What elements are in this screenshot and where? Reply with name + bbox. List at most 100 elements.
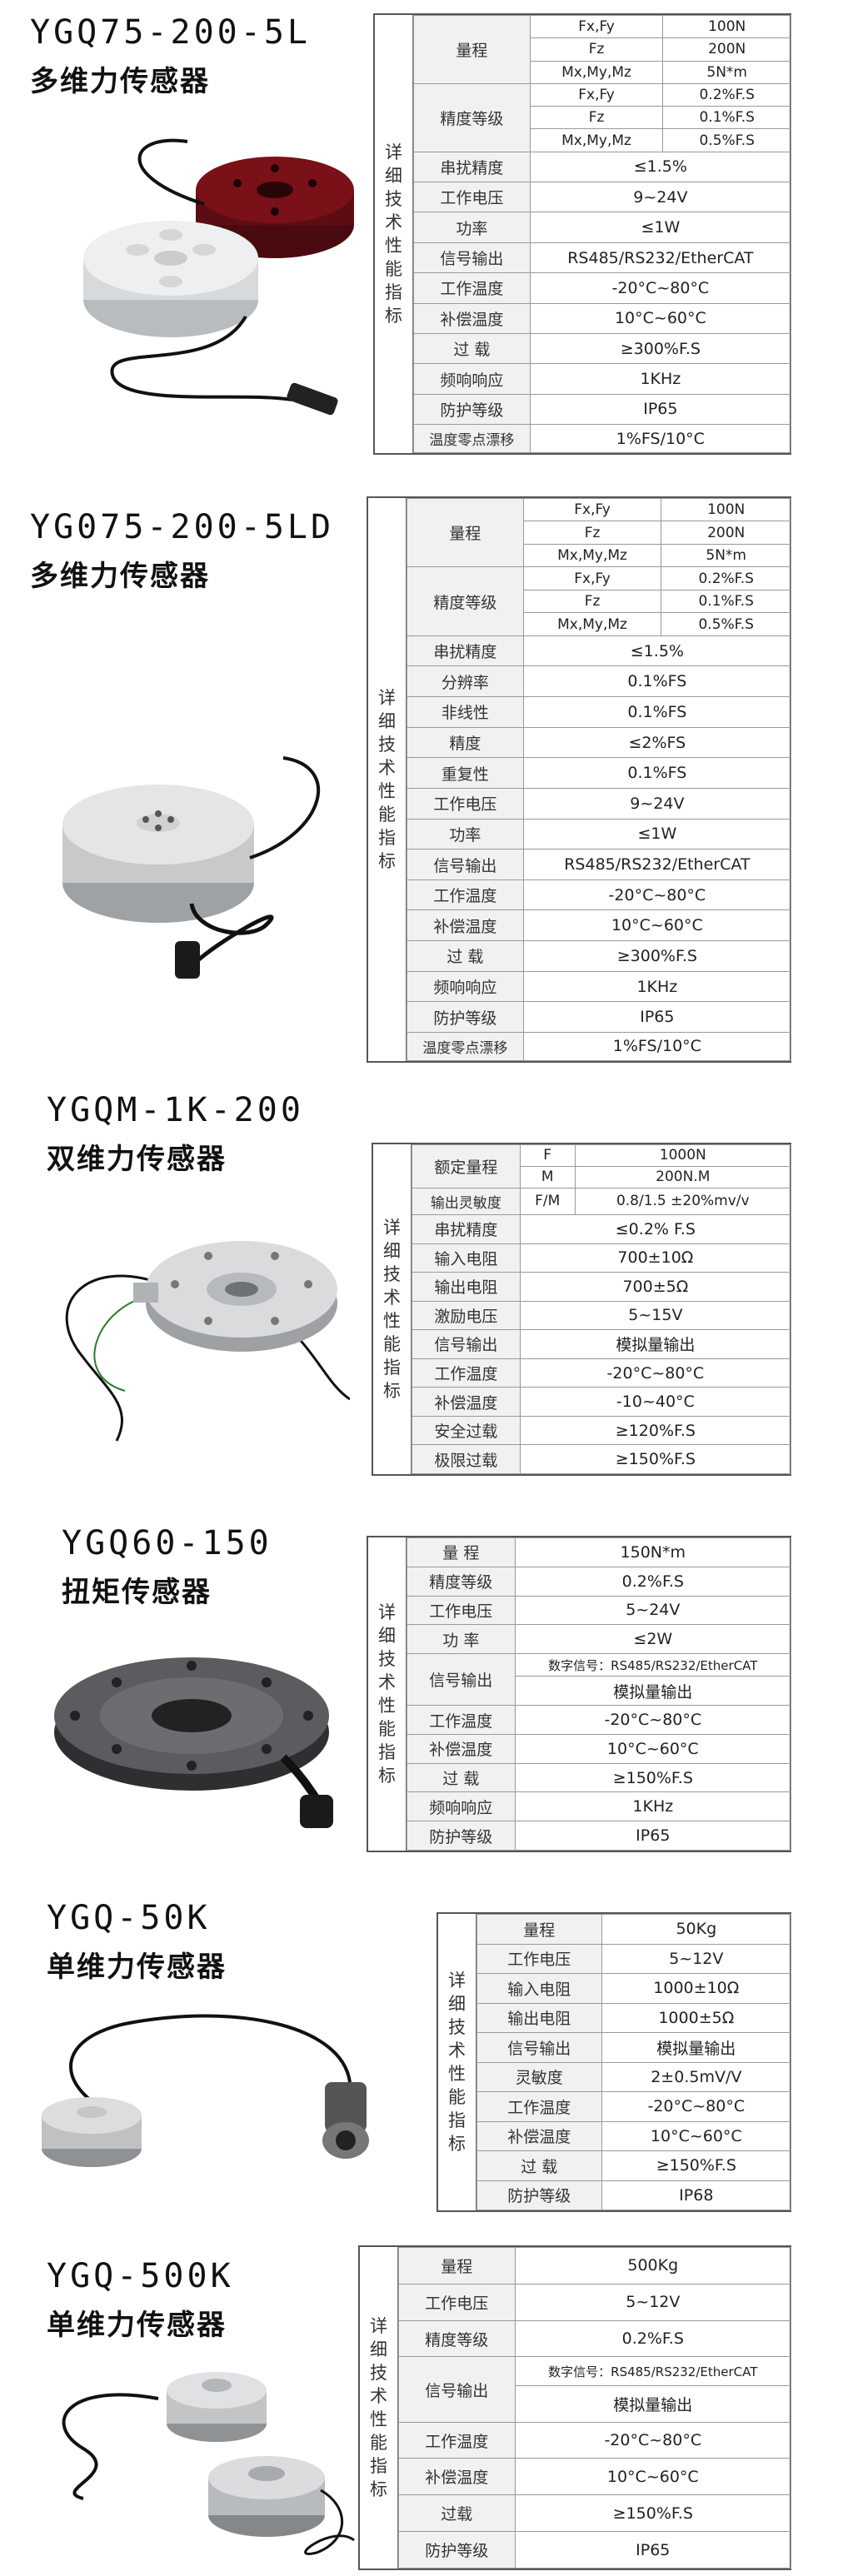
spec-value-cell: 0.1%FS [522, 696, 792, 728]
spec-label-cell: 工作温度 [398, 2421, 516, 2459]
spec-vertical-char: 能 [378, 1719, 396, 1739]
spec-label-cell: 信号输出 [413, 242, 531, 274]
sensor-image-multi-axis-red-white [83, 138, 354, 416]
table-row: 安全过载≥120%F.S [412, 1415, 792, 1446]
spec-vertical-char: 细 [378, 1626, 396, 1646]
spec-label-cell: 灵敏度 [476, 2061, 602, 2092]
spec-value-cell: 200N [661, 521, 791, 545]
spec-vertical-char: 细 [370, 2339, 387, 2359]
spec-value-cell: F [519, 1144, 576, 1167]
spec-value-cell: IP65 [514, 1821, 792, 1851]
spec-value-cell: 0.1%F.S [661, 589, 791, 614]
product-name: 多维力传感器 [30, 560, 210, 593]
spec-value-cell: Mx,My,Mz [529, 128, 664, 152]
spec-vertical-char: 技 [385, 189, 402, 209]
spec-label-cell: 信号输出 [407, 849, 524, 880]
spec-vertical-char: 标 [378, 851, 396, 871]
table-row: 过 载≥150%F.S [407, 1762, 792, 1793]
spec-value-cell: 5~24V [514, 1595, 792, 1626]
spec-vertical-char: 详 [448, 1971, 466, 1991]
spec-vertical-label: 详细技术性能指标 [438, 1914, 476, 2210]
spec-value-cell: Fx,Fy [522, 566, 662, 590]
spec-vertical-char: 性 [370, 2409, 387, 2429]
table-row: 工作温度-20°C~80°C [407, 879, 792, 911]
spec-label-cell: 量程 [476, 1914, 602, 1945]
spec-value-cell: F/M [519, 1187, 576, 1215]
spec-label-cell: 信号输出 [407, 1653, 516, 1707]
spec-value-cell: ≥150%F.S [519, 1444, 792, 1474]
model-number: YGQ60-150 [62, 1524, 272, 1562]
spec-label-cell: 量程 [407, 497, 524, 568]
table-row: 信号输出数字信号：RS485/RS232/EtherCAT [407, 1653, 792, 1707]
spec-label-cell: 功 率 [407, 1624, 516, 1655]
spec-label-cell: 过 载 [476, 2150, 602, 2181]
spec-label-cell: 输出灵敏度 [412, 1187, 521, 1215]
spec-label-cell: 工作温度 [476, 2091, 602, 2122]
spec-vertical-label: 详细技术性能指标 [368, 1537, 407, 1851]
spec-label-cell: 信号输出 [476, 2032, 602, 2063]
table-row: 极限过载≥150%F.S [412, 1444, 792, 1474]
spec-vertical-char: 详 [370, 2316, 387, 2336]
spec-vertical-char: 性 [378, 1696, 396, 1716]
spec-vertical-char: 能 [378, 805, 396, 825]
model-number: YGQ75-200-5L [30, 13, 311, 52]
spec-value-cell: -20°C~80°C [514, 1705, 792, 1735]
spec-label-cell: 量程 [398, 2247, 516, 2285]
table-row: 信号输出模拟量输出 [412, 1329, 792, 1359]
spec-value-cell: Fz [529, 37, 664, 62]
spec-value-cell: Mx,My,Mz [522, 612, 662, 636]
spec-value-cell: RS485/RS232/EtherCAT [522, 849, 792, 880]
spec-value-cell: Mx,My,Mz [522, 543, 662, 568]
table-row: 模拟量输出 [407, 1676, 792, 1707]
spec-vertical-char: 细 [385, 166, 402, 186]
spec-vertical-char: 术 [383, 1288, 401, 1308]
spec-value-cell: ≥300%F.S [522, 940, 792, 972]
spec-vertical-char: 能 [385, 259, 402, 279]
spec-label-cell: 分辨率 [407, 665, 524, 698]
spec-value-cell: 2±0.5mV/V [601, 2061, 792, 2092]
spec-vertical-char: 细 [383, 1241, 401, 1261]
spec-label-cell: 信号输出 [412, 1329, 521, 1359]
spec-value-cell: 9~24V [522, 787, 792, 820]
spec-label-cell: 过 载 [407, 940, 524, 972]
table-row: 功 率≤2W [407, 1624, 792, 1655]
spec-value-cell: -20°C~80°C [529, 272, 792, 304]
spec-label-cell: 补偿温度 [413, 302, 531, 334]
spec-label-cell: 防护等级 [413, 393, 531, 426]
spec-value-cell: ≤1W [529, 212, 792, 243]
spec-label-cell: 补偿温度 [398, 2458, 516, 2496]
spec-vertical-char: 指 [448, 2110, 466, 2130]
spec-value-cell: ≤1.5% [522, 635, 792, 667]
spec-value-cell: Mx,My,Mz [529, 60, 664, 84]
spec-value-cell: 5~12V [601, 1943, 792, 1974]
spec-vertical-char: 指 [378, 828, 396, 848]
spec-vertical-char: 细 [448, 1994, 466, 2014]
spec-label-cell: 串扰精度 [412, 1213, 521, 1244]
spec-value-cell: 数字信号：RS485/RS232/EtherCAT [514, 1653, 792, 1677]
spec-value-cell: 5N*m [662, 60, 791, 84]
spec-value-cell: 0.5%F.S [662, 128, 791, 152]
spec-label-cell: 输入电阻 [476, 1973, 602, 2004]
spec-value-cell: 数字信号：RS485/RS232/EtherCAT [514, 2356, 792, 2386]
spec-label-cell: 极限过载 [412, 1444, 521, 1474]
spec-value-cell: 5~15V [519, 1300, 792, 1331]
product-name: 单维力传感器 [47, 2309, 227, 2342]
